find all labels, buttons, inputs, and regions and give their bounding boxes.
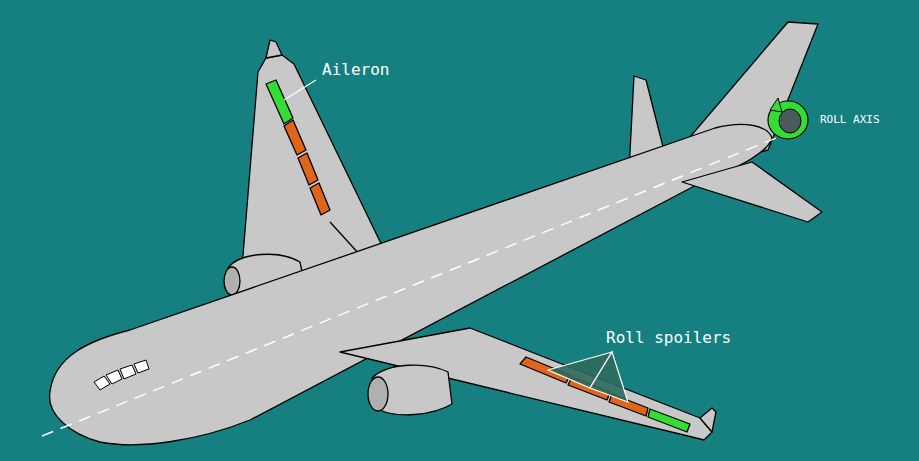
roll-axis-symbol [768,98,808,139]
roll-ring-hole [779,109,801,133]
roll-axis-line [42,138,776,436]
roll-arrowhead [770,98,782,112]
right-aileron [648,409,690,432]
cockpit-window [120,365,136,379]
part-label: Roll spoilers [606,330,731,346]
axis-label: ROLL AXIS [820,114,880,125]
cockpit-window [106,370,122,384]
leader-fan [590,352,628,402]
right-stabilizer [682,162,822,222]
right-winglet [700,408,716,432]
fuselage [50,124,772,444]
left-spoiler [298,153,318,185]
engine-inlet [368,377,388,411]
engine-inlet [224,267,240,295]
part-label: Aileron [322,62,389,78]
leader-line [284,80,316,100]
cockpit-window [134,360,149,373]
left-spoiler [310,183,330,215]
left-spoiler [284,120,306,155]
flap-line [330,222,360,255]
left-aileron [266,80,293,124]
left-winglet [266,40,282,58]
